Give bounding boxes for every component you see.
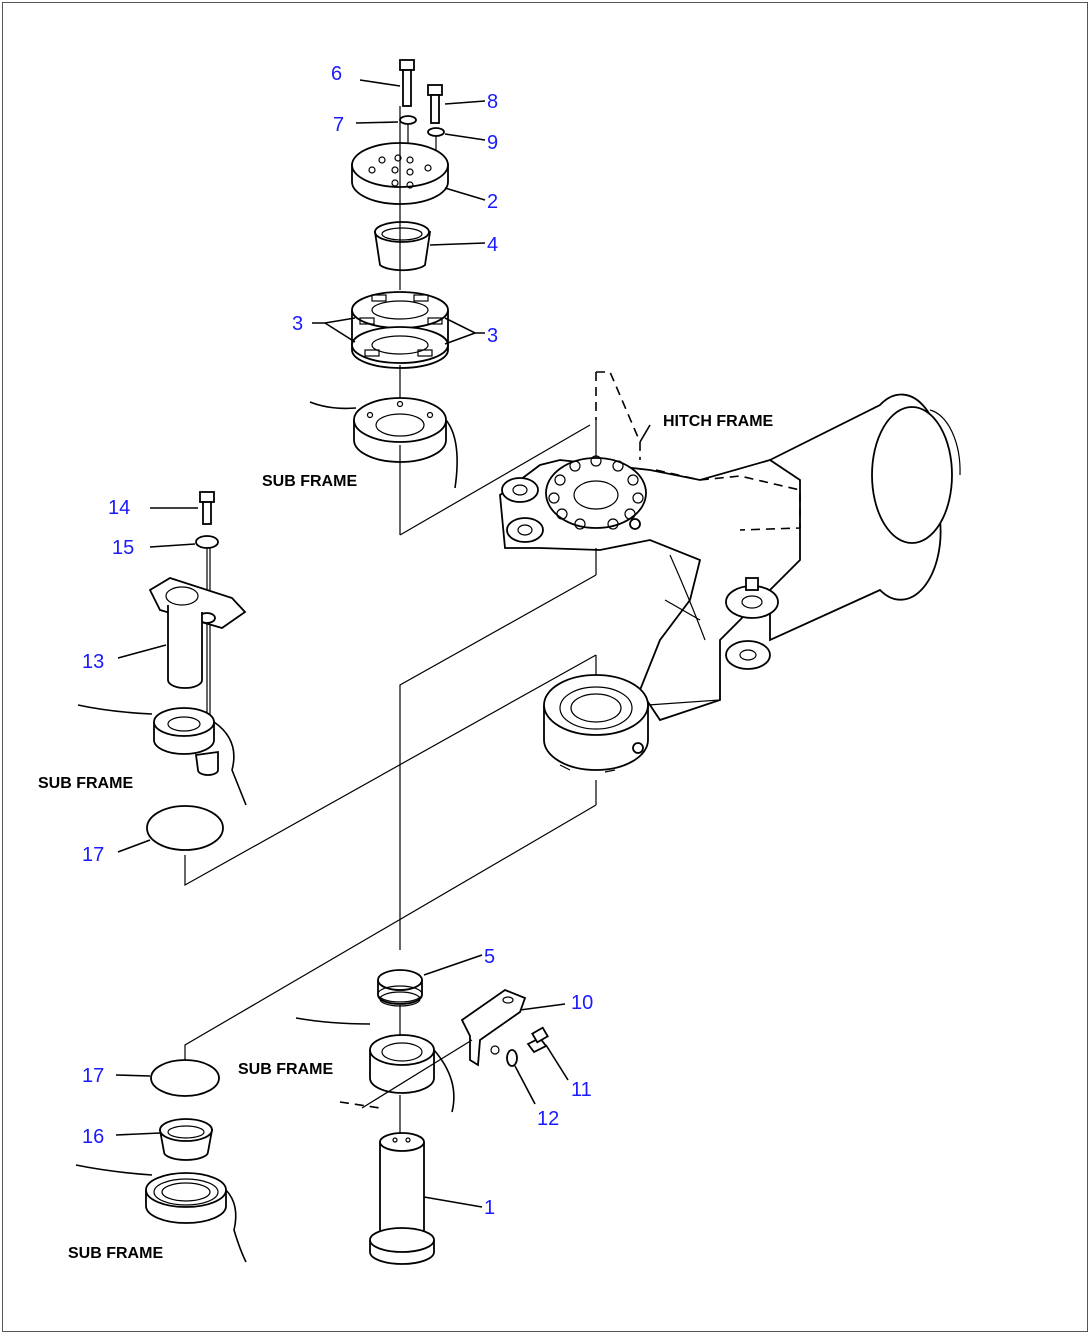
part-number-12: 12 — [537, 1108, 559, 1130]
washer-15 — [195, 535, 219, 549]
part-number-3-left: 3 — [292, 313, 303, 335]
part-number-14: 14 — [108, 497, 130, 519]
part-number-17-upper: 17 — [82, 844, 104, 866]
part-number-6: 6 — [331, 63, 342, 85]
part-number-8: 8 — [487, 91, 498, 113]
bracket-10 — [460, 988, 527, 1067]
hitch-frame — [499, 371, 961, 773]
pin-13 — [148, 577, 247, 689]
part-number-13: 13 — [82, 651, 104, 673]
bolt-8 — [427, 84, 443, 124]
part-number-4: 4 — [487, 234, 498, 256]
sub-frame-left-lower — [75, 1164, 247, 1263]
sub-frame-label-lower-center: SUB FRAME — [238, 1061, 333, 1078]
sub-frame-lower-center — [295, 1017, 455, 1113]
part-number-10: 10 — [571, 992, 593, 1014]
bolt-11 — [526, 1026, 549, 1054]
part-number-11: 11 — [571, 1079, 592, 1101]
washer-9 — [427, 127, 445, 137]
bushing-4 — [373, 221, 432, 272]
washer-7 — [399, 115, 417, 125]
pin-1 — [369, 1132, 435, 1265]
part-number-17-lower: 17 — [82, 1065, 104, 1087]
part-number-1: 1 — [484, 1197, 495, 1219]
bushing-16 — [158, 1118, 214, 1161]
sub-frame-left-upper — [77, 704, 247, 806]
sub-frame-label-upper: SUB FRAME — [262, 473, 357, 490]
part-number-16: 16 — [82, 1126, 104, 1148]
sub-frame-label-left-lower: SUB FRAME — [68, 1245, 163, 1262]
o-ring-17-upper — [146, 805, 224, 851]
o-ring-17-lower — [150, 1059, 220, 1097]
sub-frame-upper-boss — [309, 397, 458, 489]
part-number-9: 9 — [487, 132, 498, 154]
bolt-14 — [199, 491, 215, 525]
part-number-2: 2 — [487, 191, 498, 213]
plug-5 — [377, 969, 423, 1007]
part-number-3-right: 3 — [487, 325, 498, 347]
shim-pair-3 — [351, 291, 449, 369]
part-number-7: 7 — [333, 114, 344, 136]
hitch-frame-label: HITCH FRAME — [663, 413, 774, 430]
washer-12 — [506, 1049, 518, 1067]
bolt-6 — [399, 59, 415, 107]
part-number-15: 15 — [112, 537, 134, 559]
part-number-5: 5 — [484, 946, 495, 968]
sub-frame-label-left-upper: SUB FRAME — [38, 775, 133, 792]
